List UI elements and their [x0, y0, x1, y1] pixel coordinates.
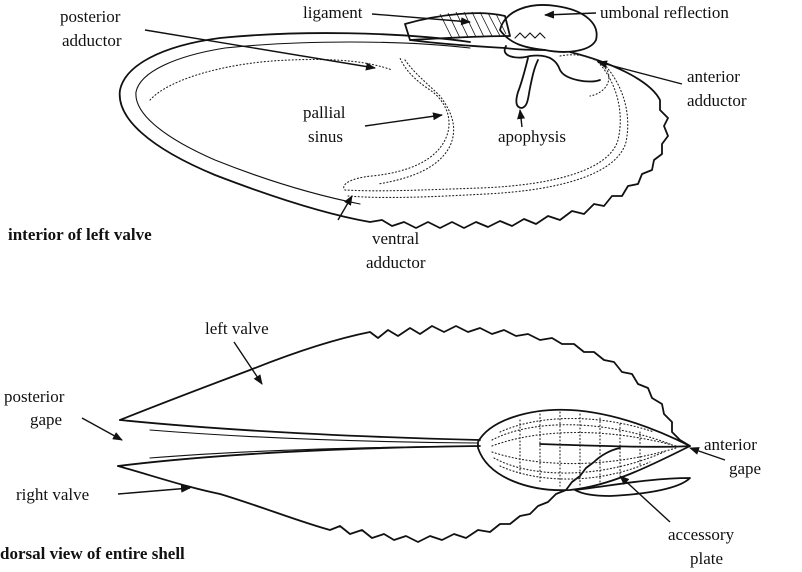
label-ventral-adductor-2: adductor: [366, 253, 426, 272]
caption-interior: interior of left valve: [8, 225, 152, 244]
label-left-valve: left valve: [205, 319, 269, 338]
label-anterior-gape-1: anterior: [704, 435, 757, 454]
label-posterior-adductor-1: posterior: [60, 7, 121, 26]
dorsal-view: [118, 326, 690, 542]
valve-outline: [120, 33, 668, 228]
interior-labels: posterior adductor ligament umbonal refl…: [8, 3, 747, 272]
left-valve-shape: [120, 326, 690, 447]
label-pallial-sinus-2: sinus: [308, 127, 343, 146]
label-apophysis: apophysis: [498, 127, 566, 146]
pallial-line: [344, 58, 621, 191]
label-right-valve: right valve: [16, 485, 89, 504]
label-anterior-adductor-2: adductor: [687, 91, 747, 110]
label-posterior-adductor-2: adductor: [62, 31, 122, 50]
label-posterior-gape-2: gape: [30, 410, 62, 429]
label-accessory-plate-2: plate: [690, 549, 723, 568]
label-anterior-gape-2: gape: [729, 459, 761, 478]
label-anterior-adductor-1: anterior: [687, 67, 740, 86]
label-pallial-sinus-1: pallial: [303, 103, 346, 122]
dorsal-labels: left valve posterior gape right valve an…: [0, 319, 761, 568]
accessory-plate-stipple: [492, 412, 676, 486]
arrow-posterior-gape: [82, 418, 122, 440]
arrow-accessory-plate: [620, 476, 670, 522]
label-posterior-gape-1: posterior: [4, 387, 65, 406]
arrow-pallial-sinus: [365, 115, 442, 126]
label-ligament: ligament: [303, 3, 363, 22]
label-accessory-plate-1: accessory: [668, 525, 735, 544]
umbonal-reflection-shape: [500, 5, 597, 52]
apophysis-shape: [516, 58, 538, 108]
label-ventral-adductor-1: ventral: [372, 229, 419, 248]
arrow-left-valve: [234, 342, 262, 384]
interior-view: [120, 5, 668, 228]
label-umbonal-reflection: umbonal reflection: [600, 3, 729, 22]
ligament-hatching: [440, 12, 506, 38]
caption-dorsal: dorsal view of entire shell: [0, 544, 185, 563]
accessory-plate-shape: [478, 410, 690, 490]
arrow-apophysis: [520, 110, 522, 127]
arrow-umbonal-reflection: [545, 13, 596, 15]
arrow-right-valve: [118, 488, 190, 494]
